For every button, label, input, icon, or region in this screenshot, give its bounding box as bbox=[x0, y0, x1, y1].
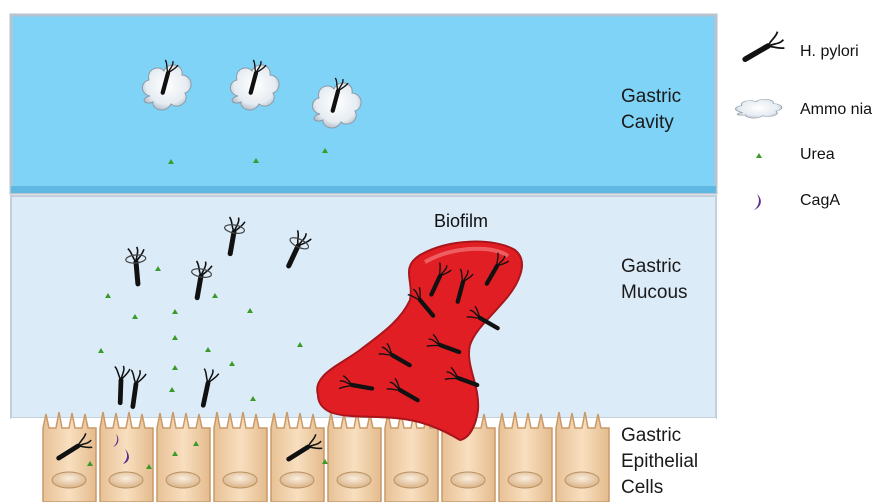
h-pylori-icon bbox=[741, 31, 787, 68]
gastric-epithelial-label-line2: Epithelial bbox=[621, 449, 698, 475]
legend-label-h-pylori: H. pylori bbox=[800, 43, 859, 61]
gastric-cavity-region bbox=[11, 15, 716, 193]
legend-label-urea: Urea bbox=[800, 146, 835, 164]
urea-icon bbox=[756, 153, 762, 158]
caga-icon bbox=[754, 194, 761, 210]
gastric-mucous-label-line1: Gastric bbox=[621, 254, 688, 280]
biofilm-label: Biofilm bbox=[434, 211, 488, 232]
gastric-epithelial-label-line3: Cells bbox=[621, 475, 698, 501]
gastric-cavity-label: Gastric Cavity bbox=[621, 84, 681, 136]
gastric-epithelial-label: Gastric Epithelial Cells bbox=[621, 423, 698, 501]
legend-label-caga: CagA bbox=[800, 192, 840, 210]
gastric-mucous-label-line2: Mucous bbox=[621, 280, 688, 306]
epithelial-cell-layer bbox=[11, 412, 716, 502]
gastric-mucous-label: Gastric Mucous bbox=[621, 254, 688, 306]
gastric-epithelial-label-line1: Gastric bbox=[621, 423, 698, 449]
ammonia-icon bbox=[736, 99, 782, 118]
gastric-cavity-label-line1: Gastric bbox=[621, 84, 681, 110]
legend-label-ammonia: Ammo nia bbox=[800, 101, 872, 119]
gastric-cavity-label-line2: Cavity bbox=[621, 110, 681, 136]
